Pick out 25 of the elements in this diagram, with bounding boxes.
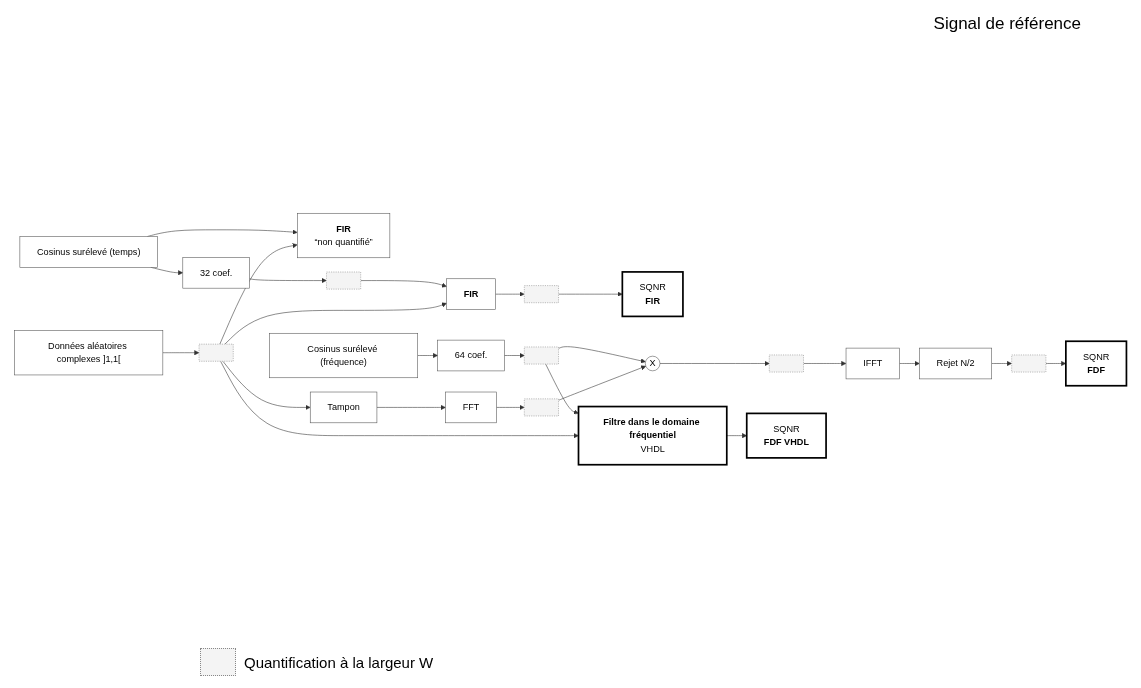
node-box bbox=[524, 346, 559, 365]
node-box: FIR bbox=[446, 278, 496, 310]
node-box: Cosinus surélevé (fréquence) bbox=[269, 333, 418, 379]
node-box: SQNR FDF VHDL bbox=[745, 412, 827, 459]
node-box bbox=[524, 398, 559, 417]
node-box: Données aléatoires complexes ]1,1[ bbox=[14, 330, 164, 376]
node-box: FFT bbox=[445, 391, 497, 424]
reference-note: Signal de référence bbox=[933, 14, 1081, 34]
node-box: Tampon bbox=[309, 391, 378, 424]
node-box: FIR “non quantifié” bbox=[297, 213, 391, 259]
node-box: 32 coef. bbox=[182, 257, 250, 289]
node-box: SQNR FIR bbox=[621, 271, 684, 318]
node-box: SQNR FDF bbox=[1065, 340, 1128, 387]
node-box bbox=[326, 271, 361, 290]
node-box: IFFT bbox=[845, 347, 900, 380]
node-box: Cosinus surélevé (temps) bbox=[19, 236, 158, 268]
node-box: Rejet N/2 bbox=[919, 347, 992, 380]
node-box: 64 coef. bbox=[437, 339, 505, 372]
node-box bbox=[524, 285, 559, 303]
node-circle: X bbox=[645, 355, 661, 372]
node-box: Filtre dans le domaine fréquentiel VHDL bbox=[577, 405, 728, 466]
node-box bbox=[769, 354, 804, 373]
node-box bbox=[1011, 354, 1047, 373]
node-box bbox=[198, 343, 234, 362]
legend-text: Quantification à la largeur W bbox=[244, 653, 434, 671]
